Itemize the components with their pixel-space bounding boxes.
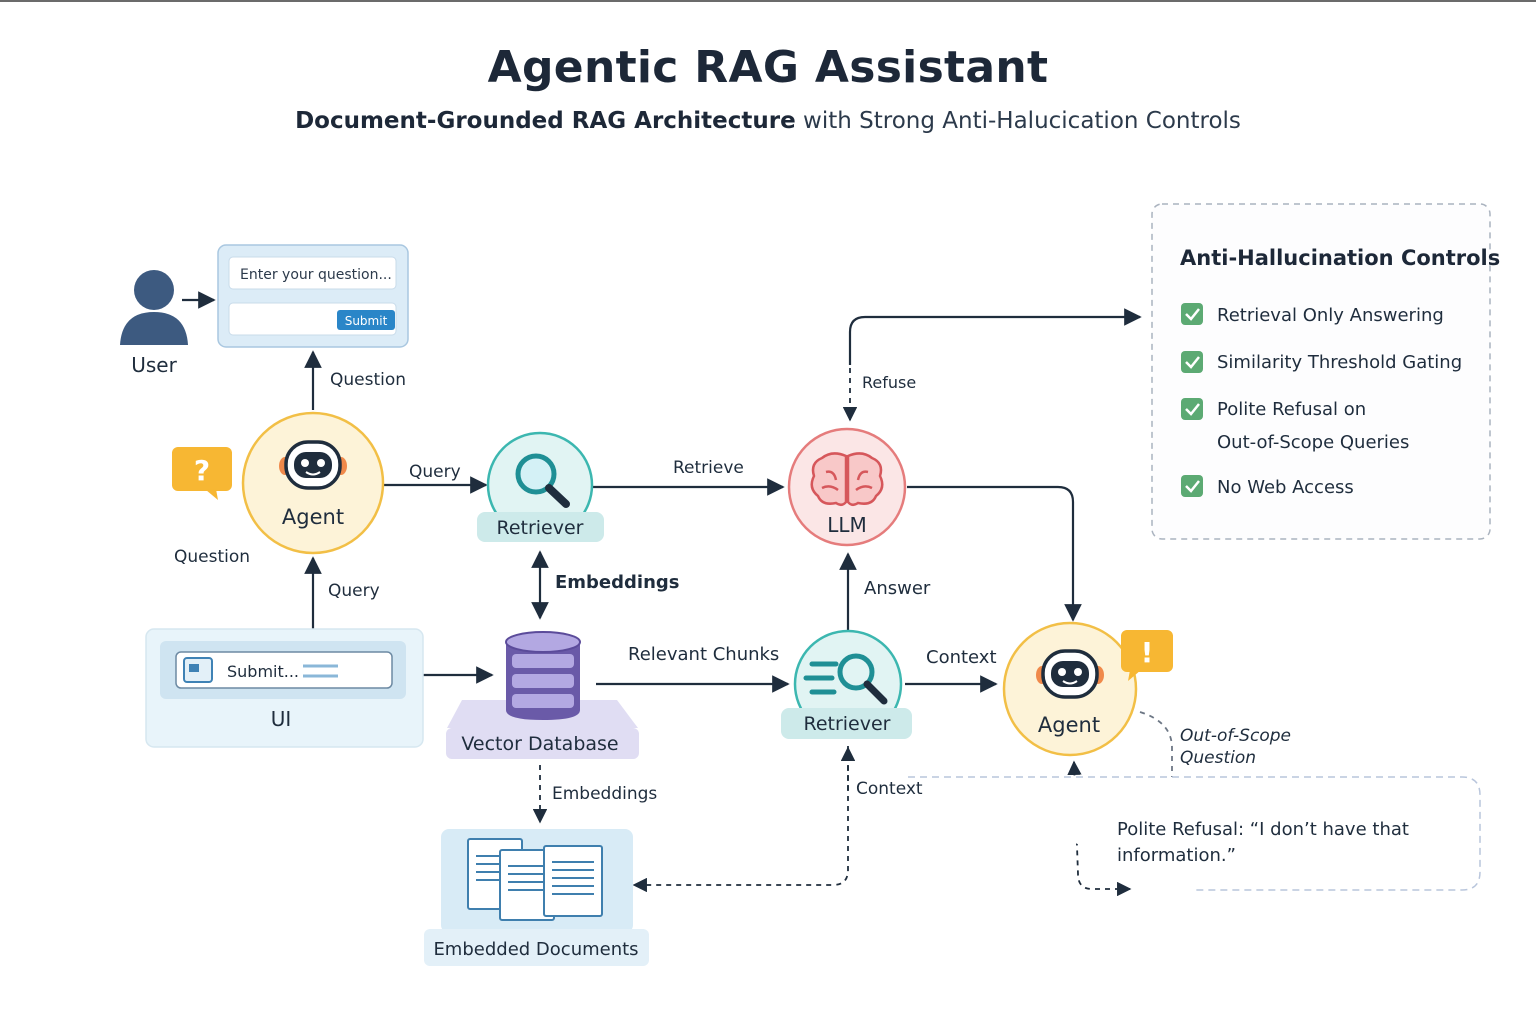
embedded-docs-label: Embedded Documents — [433, 939, 638, 960]
documents-icon — [467, 838, 603, 921]
submit-button-label: Submit — [345, 314, 388, 328]
question-bubble-icon — [172, 447, 232, 500]
label-out-of-scope-1: Out-of-Scope — [1180, 726, 1291, 746]
check-icon — [1181, 398, 1203, 420]
magnifier-icon — [515, 453, 570, 508]
label-context-right: Context — [926, 647, 997, 668]
embedded-docs-label-box — [424, 929, 649, 966]
label-refuse: Refuse — [862, 373, 916, 392]
label-query-up: Query — [328, 581, 380, 601]
label-embeddings-bold: Embeddings — [555, 572, 680, 593]
robot-icon — [1036, 649, 1104, 699]
subtitle-bold: Document-Grounded RAG Architecture — [295, 108, 796, 134]
ui-submit-field[interactable] — [175, 651, 393, 689]
submit-button[interactable] — [337, 310, 395, 330]
controls-item-3: Polite Refusal on Out-of-Scope Queries — [1181, 398, 1409, 453]
ui-submit-text: Submit... — [227, 662, 299, 681]
label-embeddings-down: Embeddings — [552, 784, 657, 804]
controls-item-3-text: Polite Refusal on — [1217, 399, 1366, 420]
refusal-box — [908, 776, 1481, 891]
label-context-down: Context — [856, 779, 923, 799]
llm-label: LLM — [827, 513, 867, 537]
arrow-refusal-to-agent-dashed — [1067, 760, 1132, 897]
ui-label: UI — [271, 707, 292, 731]
controls-title: Anti-Hallucination Controls — [1180, 246, 1500, 270]
controls-item-4-text: No Web Access — [1217, 477, 1354, 498]
vector-db-label-box — [446, 728, 639, 759]
page-subtitle: Document-Grounded RAG Architecture with … — [0, 108, 1536, 134]
arrow-llm-to-agent — [907, 485, 1082, 622]
label-query-right: Query — [409, 462, 461, 482]
check-icon — [1181, 351, 1203, 373]
controls-item-2: Similarity Threshold Gating — [1181, 351, 1462, 373]
label-out-of-scope-2: Question — [1180, 748, 1256, 768]
vector-db-label: Vector Database — [461, 733, 618, 755]
label-retrieve: Retrieve — [673, 458, 744, 478]
arrow-refuse-to-controls — [848, 308, 1142, 365]
controls-item-3-text-2: Out-of-Scope Queries — [1217, 432, 1409, 453]
top-divider — [0, 0, 1536, 2]
arrow-context-to-docs-dashed — [632, 746, 849, 893]
retriever-bottom-label-box — [781, 708, 912, 739]
user-label: User — [131, 353, 177, 377]
controls-item-1-text: Retrieval Only Answering — [1217, 305, 1444, 326]
exclamation-badge: ! — [1141, 636, 1154, 669]
controls-item-2-text: Similarity Threshold Gating — [1217, 352, 1462, 373]
agent-bottom-label: Agent — [1038, 713, 1100, 737]
page-title: Agentic RAG Assistant — [487, 42, 1049, 93]
refusal-text-2: information.” — [1117, 845, 1236, 866]
user-icon — [120, 270, 188, 345]
magnifier-icon — [803, 653, 888, 705]
label-question-left: Question — [174, 547, 250, 567]
retriever-top-label-box — [477, 512, 604, 542]
exclamation-bubble-icon — [1121, 630, 1173, 681]
question-input[interactable] — [228, 256, 397, 290]
agent-top-label: Agent — [282, 505, 344, 529]
brain-icon — [810, 452, 884, 506]
check-icon — [1181, 475, 1203, 497]
question-input-placeholder: Enter your question... — [240, 267, 392, 283]
label-question-up: Question — [330, 370, 406, 390]
database-icon — [505, 631, 581, 720]
robot-icon — [279, 440, 347, 490]
refusal-text-1: Polite Refusal: “I don’t have that — [1117, 819, 1409, 840]
controls-item-1: Retrieval Only Answering — [1181, 303, 1444, 326]
subtitle-rest: with Strong Anti-Halucication Controls — [803, 108, 1241, 134]
label-relevant-chunks: Relevant Chunks — [628, 644, 779, 665]
question-badge: ? — [194, 454, 210, 487]
controls-panel — [1151, 203, 1491, 540]
form-icon — [183, 657, 213, 683]
retriever-top-label: Retriever — [496, 517, 583, 539]
label-answer: Answer — [864, 578, 931, 599]
retriever-bottom-label: Retriever — [803, 713, 890, 735]
check-icon — [1181, 303, 1203, 325]
arrow-out-of-scope-dashed — [1139, 711, 1180, 798]
controls-item-4: No Web Access — [1181, 475, 1354, 498]
